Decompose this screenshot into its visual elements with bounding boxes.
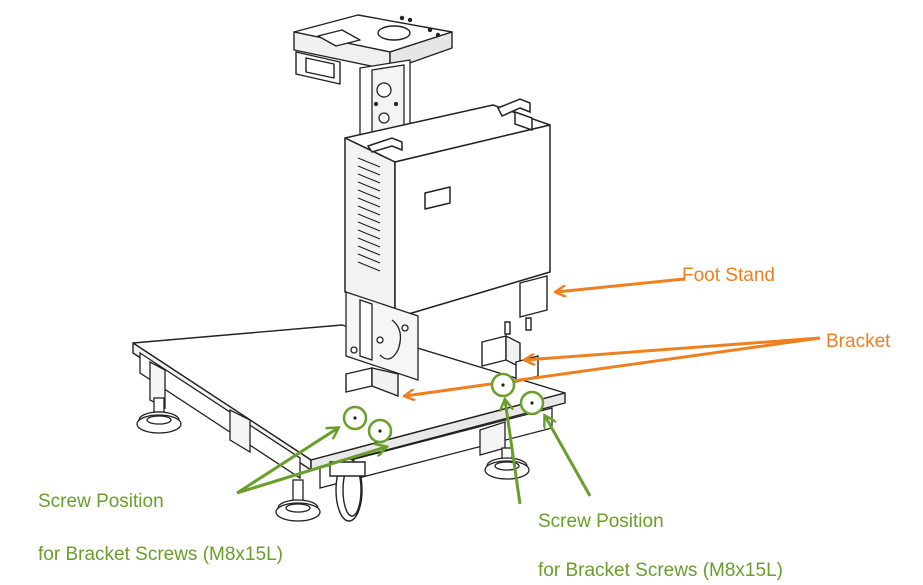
leveling-foot-front [275,479,321,522]
screw-position-right-subtitle: for Bracket Screws (M8x15L) [538,560,783,581]
bracket-label: Bracket [826,331,891,352]
base-frame [139,351,553,489]
leveling-foot-left [136,397,182,434]
foot-stand-part [504,275,548,335]
cabinet-handles [366,98,533,153]
screw-callout-arrows-right [505,400,592,505]
bracket-left [345,367,399,398]
main-cabinet [344,104,551,319]
cabinet-vents [357,157,381,272]
caster-wheel [329,458,366,522]
screw-position-left-subtitle: for Bracket Screws (M8x15L) [38,544,283,565]
leveling-foot-right [484,447,530,480]
lower-column [345,291,419,381]
screw-callout-arrows-left [236,428,386,495]
foot-stand-callout-arrow [556,277,685,292]
screw-position-right-title: Screw Position [538,511,664,532]
screw-position-left-title: Screw Position [38,491,164,512]
bracket-callout-arrows [405,336,821,396]
foot-stand-label: Foot Stand [682,265,775,286]
